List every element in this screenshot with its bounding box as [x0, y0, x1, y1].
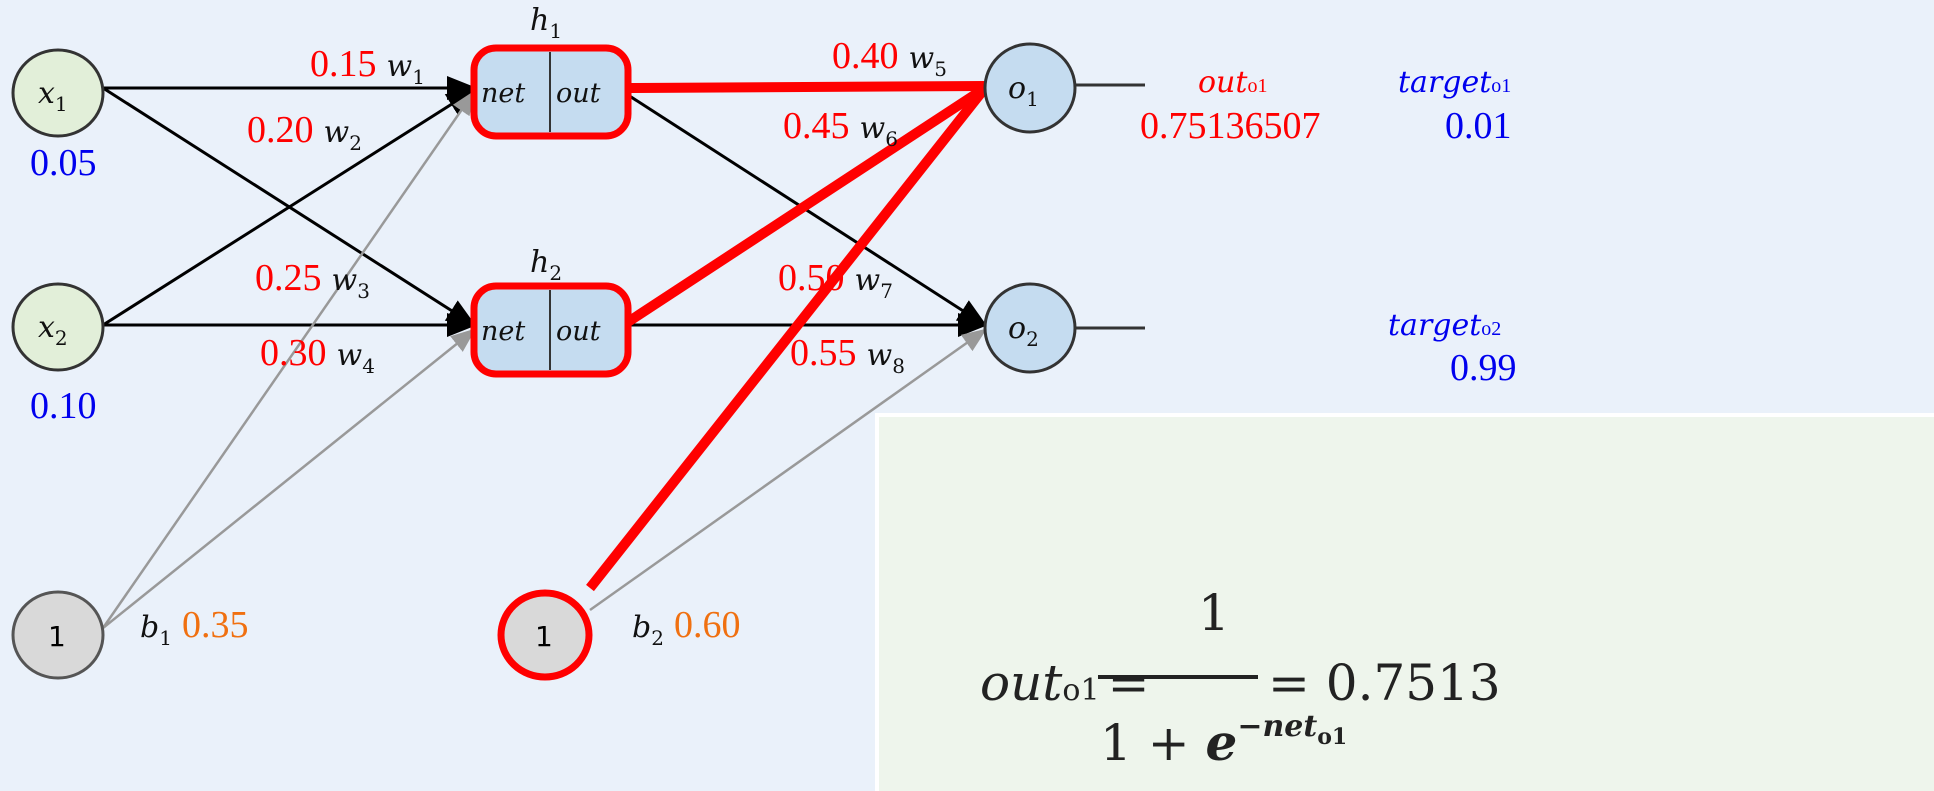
hidden-label-h2: h2 [530, 245, 562, 285]
hidden-node-h2: net out [470, 282, 632, 378]
svg-text:x2: x2 [38, 310, 68, 350]
output-node-o2: o2 [983, 282, 1077, 374]
svg-text:x1: x1 [38, 76, 68, 116]
svg-text:o1: o1 [1008, 71, 1039, 111]
svg-text:o2: o2 [1008, 311, 1039, 351]
bias-node-1: 1 [11, 590, 105, 680]
output-node-o1: o1 [983, 42, 1077, 134]
svg-text:out: out [556, 78, 601, 109]
svg-text:1: 1 [535, 620, 553, 653]
svg-text:1: 1 [1198, 584, 1230, 642]
edge-b2-o1-highlight [586, 84, 989, 592]
svg-text:1 + e−neto1: 1 + e−neto1 [1100, 709, 1347, 772]
out-o1-value: 0.75136507 [1140, 105, 1321, 147]
svg-text:= 0.7513: = 0.7513 [1268, 654, 1501, 712]
hidden-node-h1: net out [470, 44, 632, 140]
svg-text:net: net [481, 78, 525, 109]
edge-b1-h2 [102, 328, 476, 629]
bias-node-2: 1 [497, 589, 593, 681]
edge-b1-h1 [101, 89, 476, 629]
edge-b2-o2 [589, 328, 988, 612]
edge-x2-h1 [102, 88, 477, 327]
svg-text:1: 1 [48, 620, 66, 653]
target-o2-label: targeto2 [1388, 308, 1501, 343]
svg-text:net: net [481, 316, 525, 347]
target-o1-label: targeto1 [1398, 65, 1511, 100]
input-node-x1: x1 [11, 48, 105, 138]
input-value-x1: 0.05 [30, 142, 97, 184]
formula-box: outo1= 1 1 + e−neto1 = 0.7513 [875, 413, 1934, 791]
edge-h2-o1-highlight [625, 83, 988, 327]
target-o2-value: 0.99 [1450, 347, 1517, 389]
out-o1-label: outo1 [1198, 65, 1267, 100]
hidden-label-h1: h1 [530, 3, 562, 43]
input-value-x2: 0.10 [30, 385, 97, 427]
input-node-x2: x2 [11, 282, 105, 372]
edge-h1-o1-highlight [627, 81, 986, 93]
svg-text:outo1=: outo1= [980, 654, 1149, 712]
target-o1-value: 0.01 [1445, 105, 1512, 147]
svg-text:out: out [556, 316, 601, 347]
connections [101, 76, 1145, 629]
